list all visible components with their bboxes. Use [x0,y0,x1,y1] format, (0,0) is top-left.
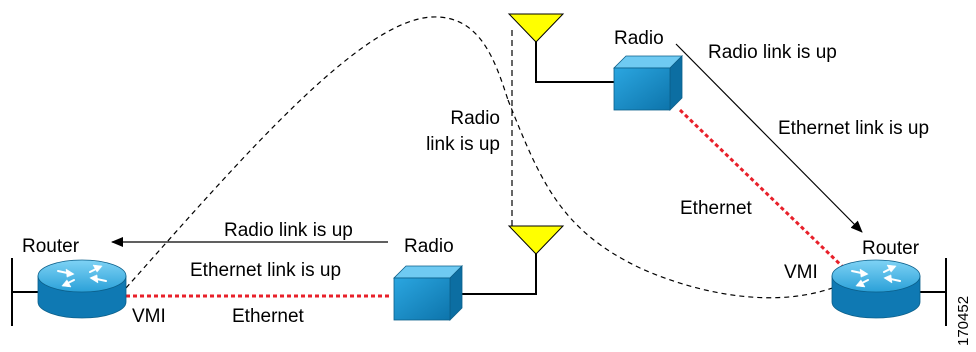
right-ethernet-label: Ethernet [680,198,753,219]
left-radio-cable [462,248,537,295]
right-vmi-label: VMI [784,262,818,283]
center-radio-link-line1: Radio [450,108,500,129]
right-ethernet-link-label: Ethernet link is up [778,118,929,139]
antenna-icon [507,13,565,43]
figure-id: 170452 [955,296,972,346]
right-radio-label: Radio [614,28,664,49]
right-router-label: Router [862,238,920,259]
left-radio-label: Radio [404,236,454,257]
center-radio-link-line2: link is up [426,134,500,155]
right-radio-link-label: Radio link is up [708,42,837,63]
radio-box-icon [613,55,683,111]
router-icon [831,259,921,319]
right-arrow-line [675,43,863,233]
left-radio-link-label: Radio link is up [224,220,353,241]
left-ethernet-link-label: Ethernet link is up [190,260,341,281]
left-vmi-label: VMI [132,306,166,327]
router-icon [37,259,127,319]
right-ethernet-line [678,108,848,272]
radio-link-curve-right [507,99,841,299]
radio-box-icon [393,265,463,321]
left-ethernet-label: Ethernet [232,306,305,327]
left-router-label: Router [22,236,80,257]
right-radio-cable [535,38,614,83]
radio-link-curve-left [125,16,509,289]
antenna-icon [507,225,565,255]
